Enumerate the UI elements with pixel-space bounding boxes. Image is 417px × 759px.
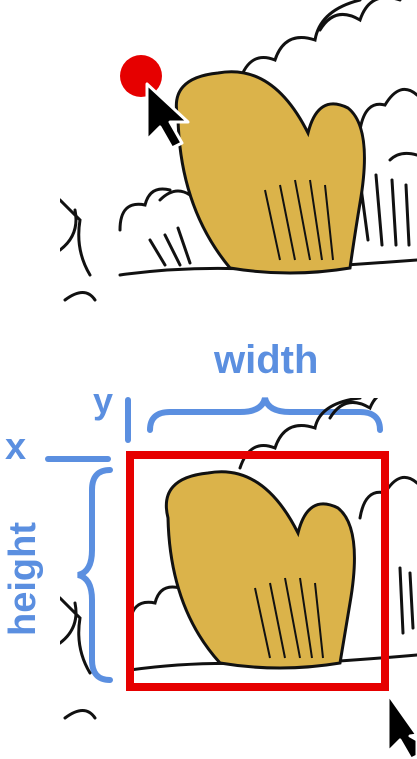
- mitten-illustration: [60, 0, 417, 302]
- illustration-panel-top: [60, 0, 417, 320]
- mitten-illustration: [60, 398, 417, 720]
- illustration-panel-bottom: [60, 398, 417, 723]
- bounding-box: [126, 451, 389, 691]
- width-label: width: [214, 338, 319, 382]
- mouse-cursor-icon: [145, 82, 190, 150]
- height-brace: [77, 467, 113, 683]
- height-label: height: [1, 522, 44, 636]
- x-label: x: [5, 426, 27, 468]
- width-brace: [147, 397, 383, 433]
- y-label: y: [93, 380, 114, 421]
